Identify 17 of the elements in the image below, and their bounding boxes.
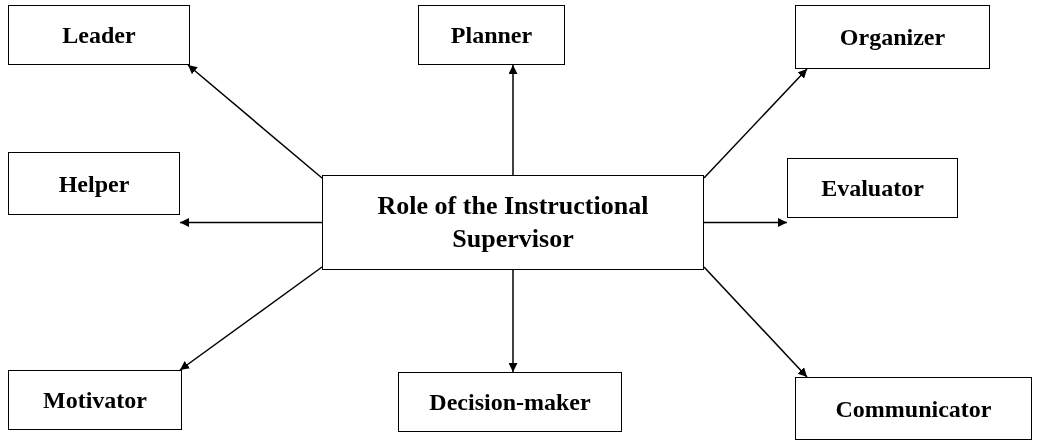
role-box: Motivator — [8, 370, 182, 430]
arrow — [508, 269, 518, 373]
role-box: Communicator — [795, 377, 1032, 440]
central-box: Role of the Instructional Supervisor — [322, 175, 704, 270]
role-box: Leader — [8, 5, 190, 65]
arrow — [179, 218, 323, 227]
arrow — [703, 218, 788, 227]
role-box: Organizer — [795, 5, 990, 69]
arrow — [703, 68, 808, 179]
arrow — [508, 64, 518, 176]
arrow — [179, 266, 323, 371]
role-box: Helper — [8, 152, 180, 215]
arrow — [703, 266, 808, 378]
role-box: Evaluator — [787, 158, 958, 218]
arrow — [187, 64, 323, 179]
role-box: Decision-maker — [398, 372, 622, 432]
role-box: Planner — [418, 5, 565, 65]
